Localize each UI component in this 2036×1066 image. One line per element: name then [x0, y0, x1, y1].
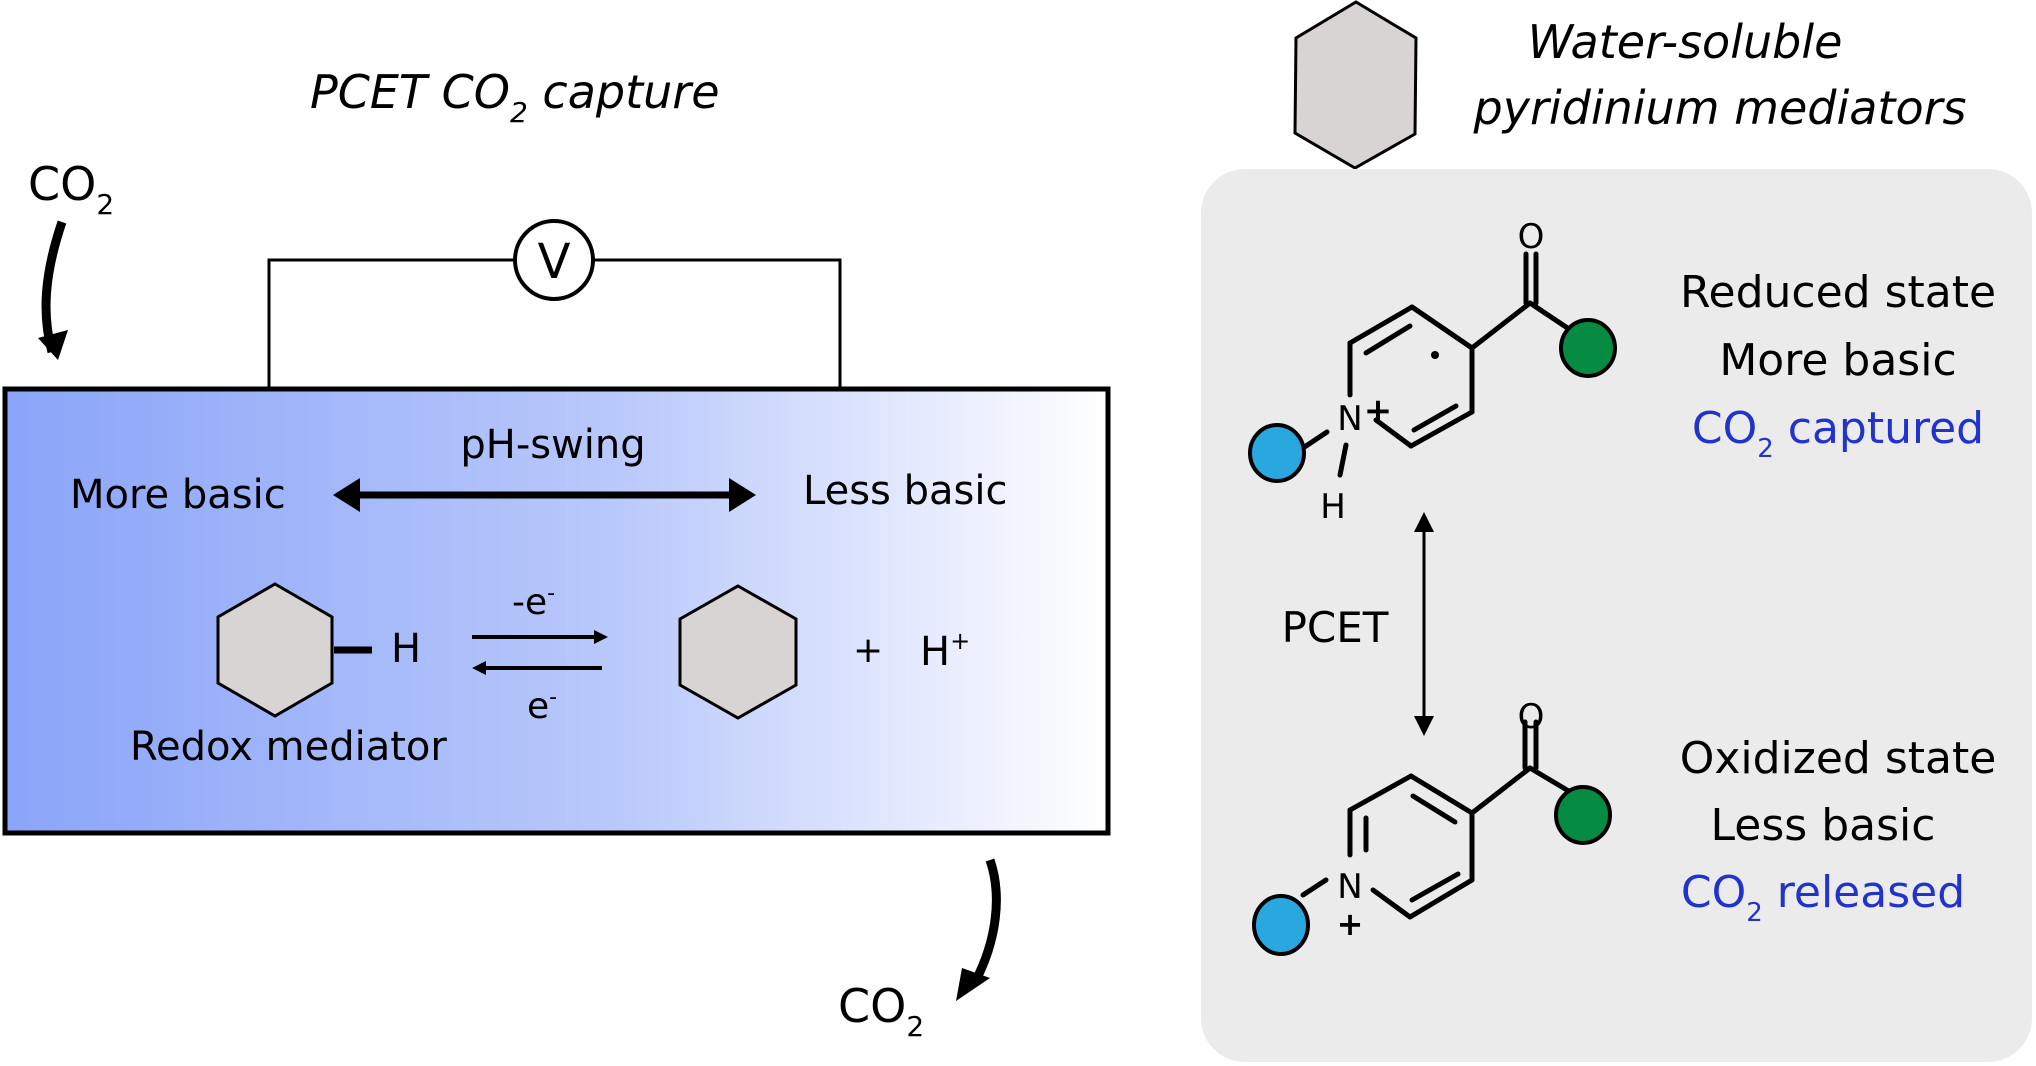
- pcet-arrowhead-down: [1414, 716, 1434, 736]
- co2-released-label: CO2 released: [1681, 867, 1965, 928]
- reduced-oxygen-atom: O: [1518, 217, 1545, 257]
- mediator-h-label: H: [391, 626, 421, 672]
- reduced-structure: [1297, 251, 1578, 478]
- oxidized-mediator-hexagon: [678, 584, 798, 720]
- co2-out-label: CO2: [838, 979, 924, 1043]
- co2-captured-label: CO2 captured: [1692, 403, 1984, 464]
- reduced-basicity-label: More basic: [1719, 335, 1956, 386]
- co2-out-arrowhead: [956, 968, 990, 1001]
- reduced-nitrogen-atom: N: [1337, 399, 1362, 439]
- less-basic-label: Less basic: [803, 468, 1007, 514]
- reduced-hydrogen-atom: H: [1320, 487, 1346, 527]
- ph-swing-left-arrowhead: [333, 478, 360, 512]
- co2-out-arrow: [971, 858, 1001, 985]
- legend-hexagon: [1293, 0, 1418, 170]
- plus-sign: +: [853, 630, 883, 671]
- legend-line-1: Water-soluble: [1528, 15, 1843, 69]
- ph-swing-right-arrowhead: [729, 478, 756, 512]
- reduced-green-substituent: [1559, 318, 1617, 378]
- pcet-arrowhead-up: [1414, 512, 1434, 532]
- oxidized-nitrogen-atom: N: [1337, 867, 1362, 907]
- oxidized-state-label: Oxidized state: [1680, 733, 1997, 784]
- oxidized-basicity-label: Less basic: [1711, 800, 1936, 851]
- voltmeter: [513, 219, 595, 301]
- pcet-label: PCET: [1282, 603, 1389, 652]
- reduced-positive-charge: +: [1364, 391, 1393, 431]
- legend-line-2: pyridinium mediators: [1473, 81, 1967, 135]
- forward-label: -e-: [512, 581, 555, 623]
- redox-mediator-label: Redox mediator: [130, 724, 447, 770]
- reverse-label: e-: [527, 685, 557, 727]
- radical-dot: [1431, 351, 1439, 359]
- reduced-state-label: Reduced state: [1680, 267, 1996, 318]
- right-panel: Water-soluble pyridinium mediators O: [1201, 0, 2032, 1062]
- left-panel: PCET CO2 capture CO2 V pH-swing More bas…: [2, 65, 1111, 1043]
- co2-in-label: CO2: [28, 157, 114, 221]
- proton-label: H+: [920, 627, 970, 675]
- reduced-mediator-hexagon: [216, 582, 334, 718]
- oxidized-green-substituent: [1554, 785, 1612, 845]
- forward-arrowhead: [594, 630, 608, 644]
- oxidized-blue-substituent: [1252, 894, 1310, 956]
- co2-in-arrowhead: [38, 330, 68, 360]
- mediator-panel: [1201, 169, 2032, 1062]
- circuit-wire: [267, 258, 842, 389]
- reverse-arrowhead: [472, 661, 486, 675]
- panel-title: PCET CO2 capture: [310, 65, 720, 129]
- oxidized-positive-charge: +: [1337, 905, 1364, 943]
- more-basic-label: More basic: [70, 472, 286, 518]
- electrochemical-cell: [2, 386, 1111, 836]
- reduced-blue-substituent: [1248, 423, 1306, 483]
- oxidized-oxygen-atom: O: [1518, 697, 1545, 737]
- voltmeter-label: V: [538, 234, 571, 290]
- oxidized-structure: [1300, 719, 1575, 920]
- ph-swing-label: pH-swing: [460, 422, 645, 468]
